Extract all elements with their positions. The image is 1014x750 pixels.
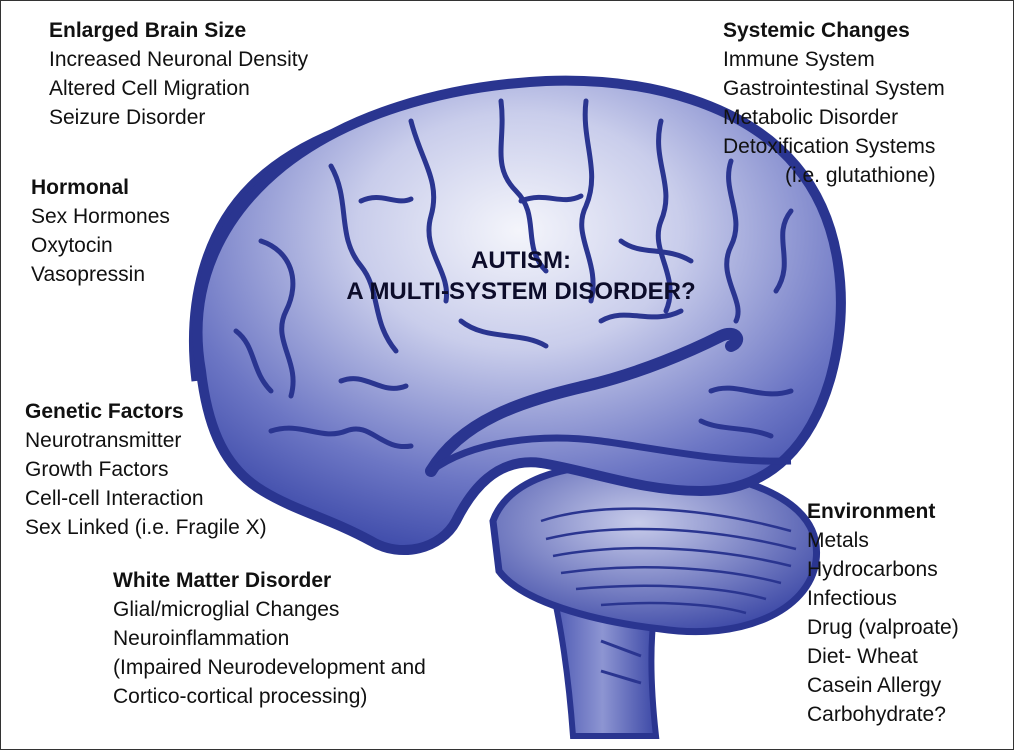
list-item: Metabolic Disorder xyxy=(723,103,945,132)
genetic-factors-block: Genetic Factors Neurotransmitter Growth … xyxy=(25,397,267,542)
list-item: Metals xyxy=(807,526,959,555)
white-matter-heading: White Matter Disorder xyxy=(113,566,426,595)
list-item: Cell-cell Interaction xyxy=(25,484,267,513)
center-title: AUTISM: A MULTI-SYSTEM DISORDER? xyxy=(251,245,791,307)
list-item: Diet- Wheat xyxy=(807,642,959,671)
list-item: Drug (valproate) xyxy=(807,613,959,642)
list-item: (Impaired Neurodevelopment and xyxy=(113,653,426,682)
systemic-changes-heading: Systemic Changes xyxy=(723,16,945,45)
genetic-factors-heading: Genetic Factors xyxy=(25,397,267,426)
list-item: Casein Allergy xyxy=(807,671,959,700)
list-item: Hydrocarbons xyxy=(807,555,959,584)
list-item: Gastrointestinal System xyxy=(723,74,945,103)
list-item: Detoxification Systems xyxy=(723,132,945,161)
list-item: Neurotransmitter xyxy=(25,426,267,455)
list-item: Carbohydrate? xyxy=(807,700,959,729)
list-item: Vasopressin xyxy=(31,260,170,289)
list-item: Neuroinflammation xyxy=(113,624,426,653)
list-item: Oxytocin xyxy=(31,231,170,260)
hormonal-block: Hormonal Sex Hormones Oxytocin Vasopress… xyxy=(31,173,170,289)
environment-heading: Environment xyxy=(807,497,959,526)
list-item: Seizure Disorder xyxy=(49,103,308,132)
center-title-line1: AUTISM: xyxy=(251,245,791,276)
list-item: (i.e. glutathione) xyxy=(723,161,945,190)
hormonal-heading: Hormonal xyxy=(31,173,170,202)
list-item: Immune System xyxy=(723,45,945,74)
list-item: Sex Linked (i.e. Fragile X) xyxy=(25,513,267,542)
list-item: Cortico-cortical processing) xyxy=(113,682,426,711)
enlarged-brain-heading: Enlarged Brain Size xyxy=(49,16,308,45)
list-item: Altered Cell Migration xyxy=(49,74,308,103)
list-item: Glial/microglial Changes xyxy=(113,595,426,624)
systemic-changes-block: Systemic Changes Immune System Gastroint… xyxy=(723,16,945,190)
white-matter-block: White Matter Disorder Glial/microglial C… xyxy=(113,566,426,711)
list-item: Infectious xyxy=(807,584,959,613)
enlarged-brain-block: Enlarged Brain Size Increased Neuronal D… xyxy=(49,16,308,132)
list-item: Sex Hormones xyxy=(31,202,170,231)
environment-block: Environment Metals Hydrocarbons Infectio… xyxy=(807,497,959,729)
list-item: Increased Neuronal Density xyxy=(49,45,308,74)
center-title-line2: A MULTI-SYSTEM DISORDER? xyxy=(251,276,791,307)
list-item: Growth Factors xyxy=(25,455,267,484)
